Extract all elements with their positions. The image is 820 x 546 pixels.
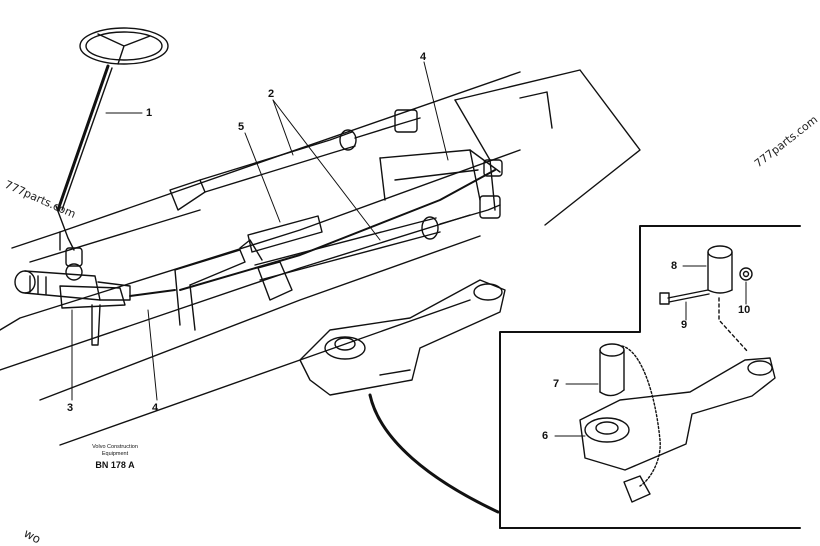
inset-leaders xyxy=(554,265,747,437)
frame xyxy=(0,69,641,446)
drawing-code: BN 178 A xyxy=(95,460,135,470)
steering-column xyxy=(55,27,169,281)
callout-4-bottom: 4 xyxy=(152,402,159,414)
tie-rods xyxy=(129,159,503,297)
callout-5: 5 xyxy=(238,121,245,133)
credit-line-2: Equipment xyxy=(101,451,129,457)
follow-up-valve xyxy=(174,215,323,331)
detail-guide-line xyxy=(368,393,500,514)
steering-linkage-drawing xyxy=(0,27,801,529)
detail-inset xyxy=(499,225,801,529)
callout-3: 3 xyxy=(67,402,74,414)
articulation-bracket xyxy=(299,279,506,396)
callout-6: 6 xyxy=(542,430,549,442)
credit-line-1: Volvo Construction xyxy=(92,444,138,450)
steering-valve xyxy=(14,270,131,346)
steering-cylinders xyxy=(169,109,501,301)
callout-7: 7 xyxy=(553,378,560,390)
callout-4-top: 4 xyxy=(420,51,427,63)
leader-lines xyxy=(71,61,449,401)
callout-2: 2 xyxy=(268,88,275,100)
manufacturer-credit: Volvo Construction Equipment BN 178 A xyxy=(80,444,150,470)
callout-9: 9 xyxy=(681,319,688,331)
callout-10: 10 xyxy=(738,304,751,316)
parts-diagram: 777parts.com 777parts.com wo 1 2 3 4 4 5… xyxy=(0,27,820,546)
callout-1: 1 xyxy=(146,107,153,119)
callout-8: 8 xyxy=(671,260,678,272)
